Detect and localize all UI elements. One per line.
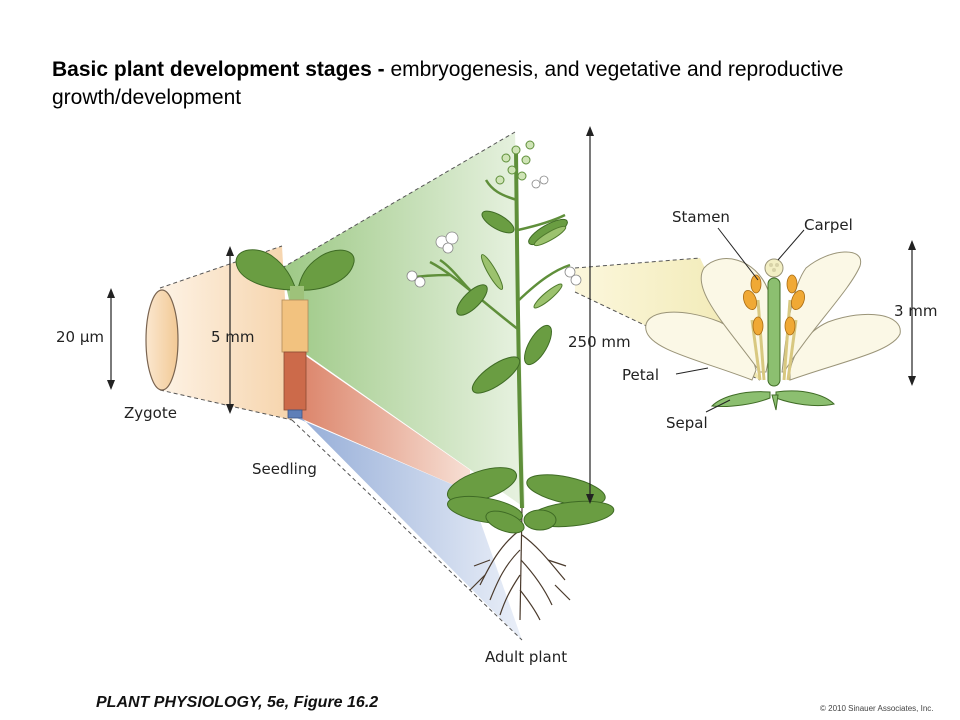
label-seedling: Seedling [252,460,317,478]
scale-adult: 250 mm [568,333,631,351]
label-carpel: Carpel [804,216,853,234]
flower-detail [645,227,901,413]
label-zygote: Zygote [124,404,177,422]
title-rest: embryogenesis, and vegetative and reprod… [52,58,844,109]
title-bold: Basic plant development stages - [52,58,385,81]
label-stamen: Stamen [672,208,730,226]
copyright: © 2010 Sinauer Associates, Inc. [820,704,934,713]
scale-zygote: 20 μm [56,328,104,346]
seedling-scale-arrow [226,246,234,414]
flower-scale-arrow [908,240,916,386]
label-sepal: Sepal [666,414,708,432]
zygote-zoom-beam [160,246,292,420]
zygote-cell [145,289,179,391]
adult-plant [406,140,615,621]
scale-flower: 3 mm [894,302,938,320]
label-adult-plant: Adult plant [485,648,567,666]
adult-scale-arrow [586,126,594,504]
root-zoom-beam-red [300,352,470,492]
label-petal: Petal [622,366,659,384]
figure-number: 5e, Figure 16.2 [262,694,379,711]
figure-credit: PLANT PHYSIOLOGY, 5e, Figure 16.2 [96,694,378,712]
scale-seedling: 5 mm [211,328,255,346]
book-title: PLANT PHYSIOLOGY, [96,694,263,711]
zygote-scale-arrow [107,288,115,390]
seedling-zoom-beam [282,132,525,508]
seedling [235,249,355,419]
slide-title: Basic plant development stages - embryog… [52,56,872,112]
root-zoom-beam-blue [292,416,522,640]
